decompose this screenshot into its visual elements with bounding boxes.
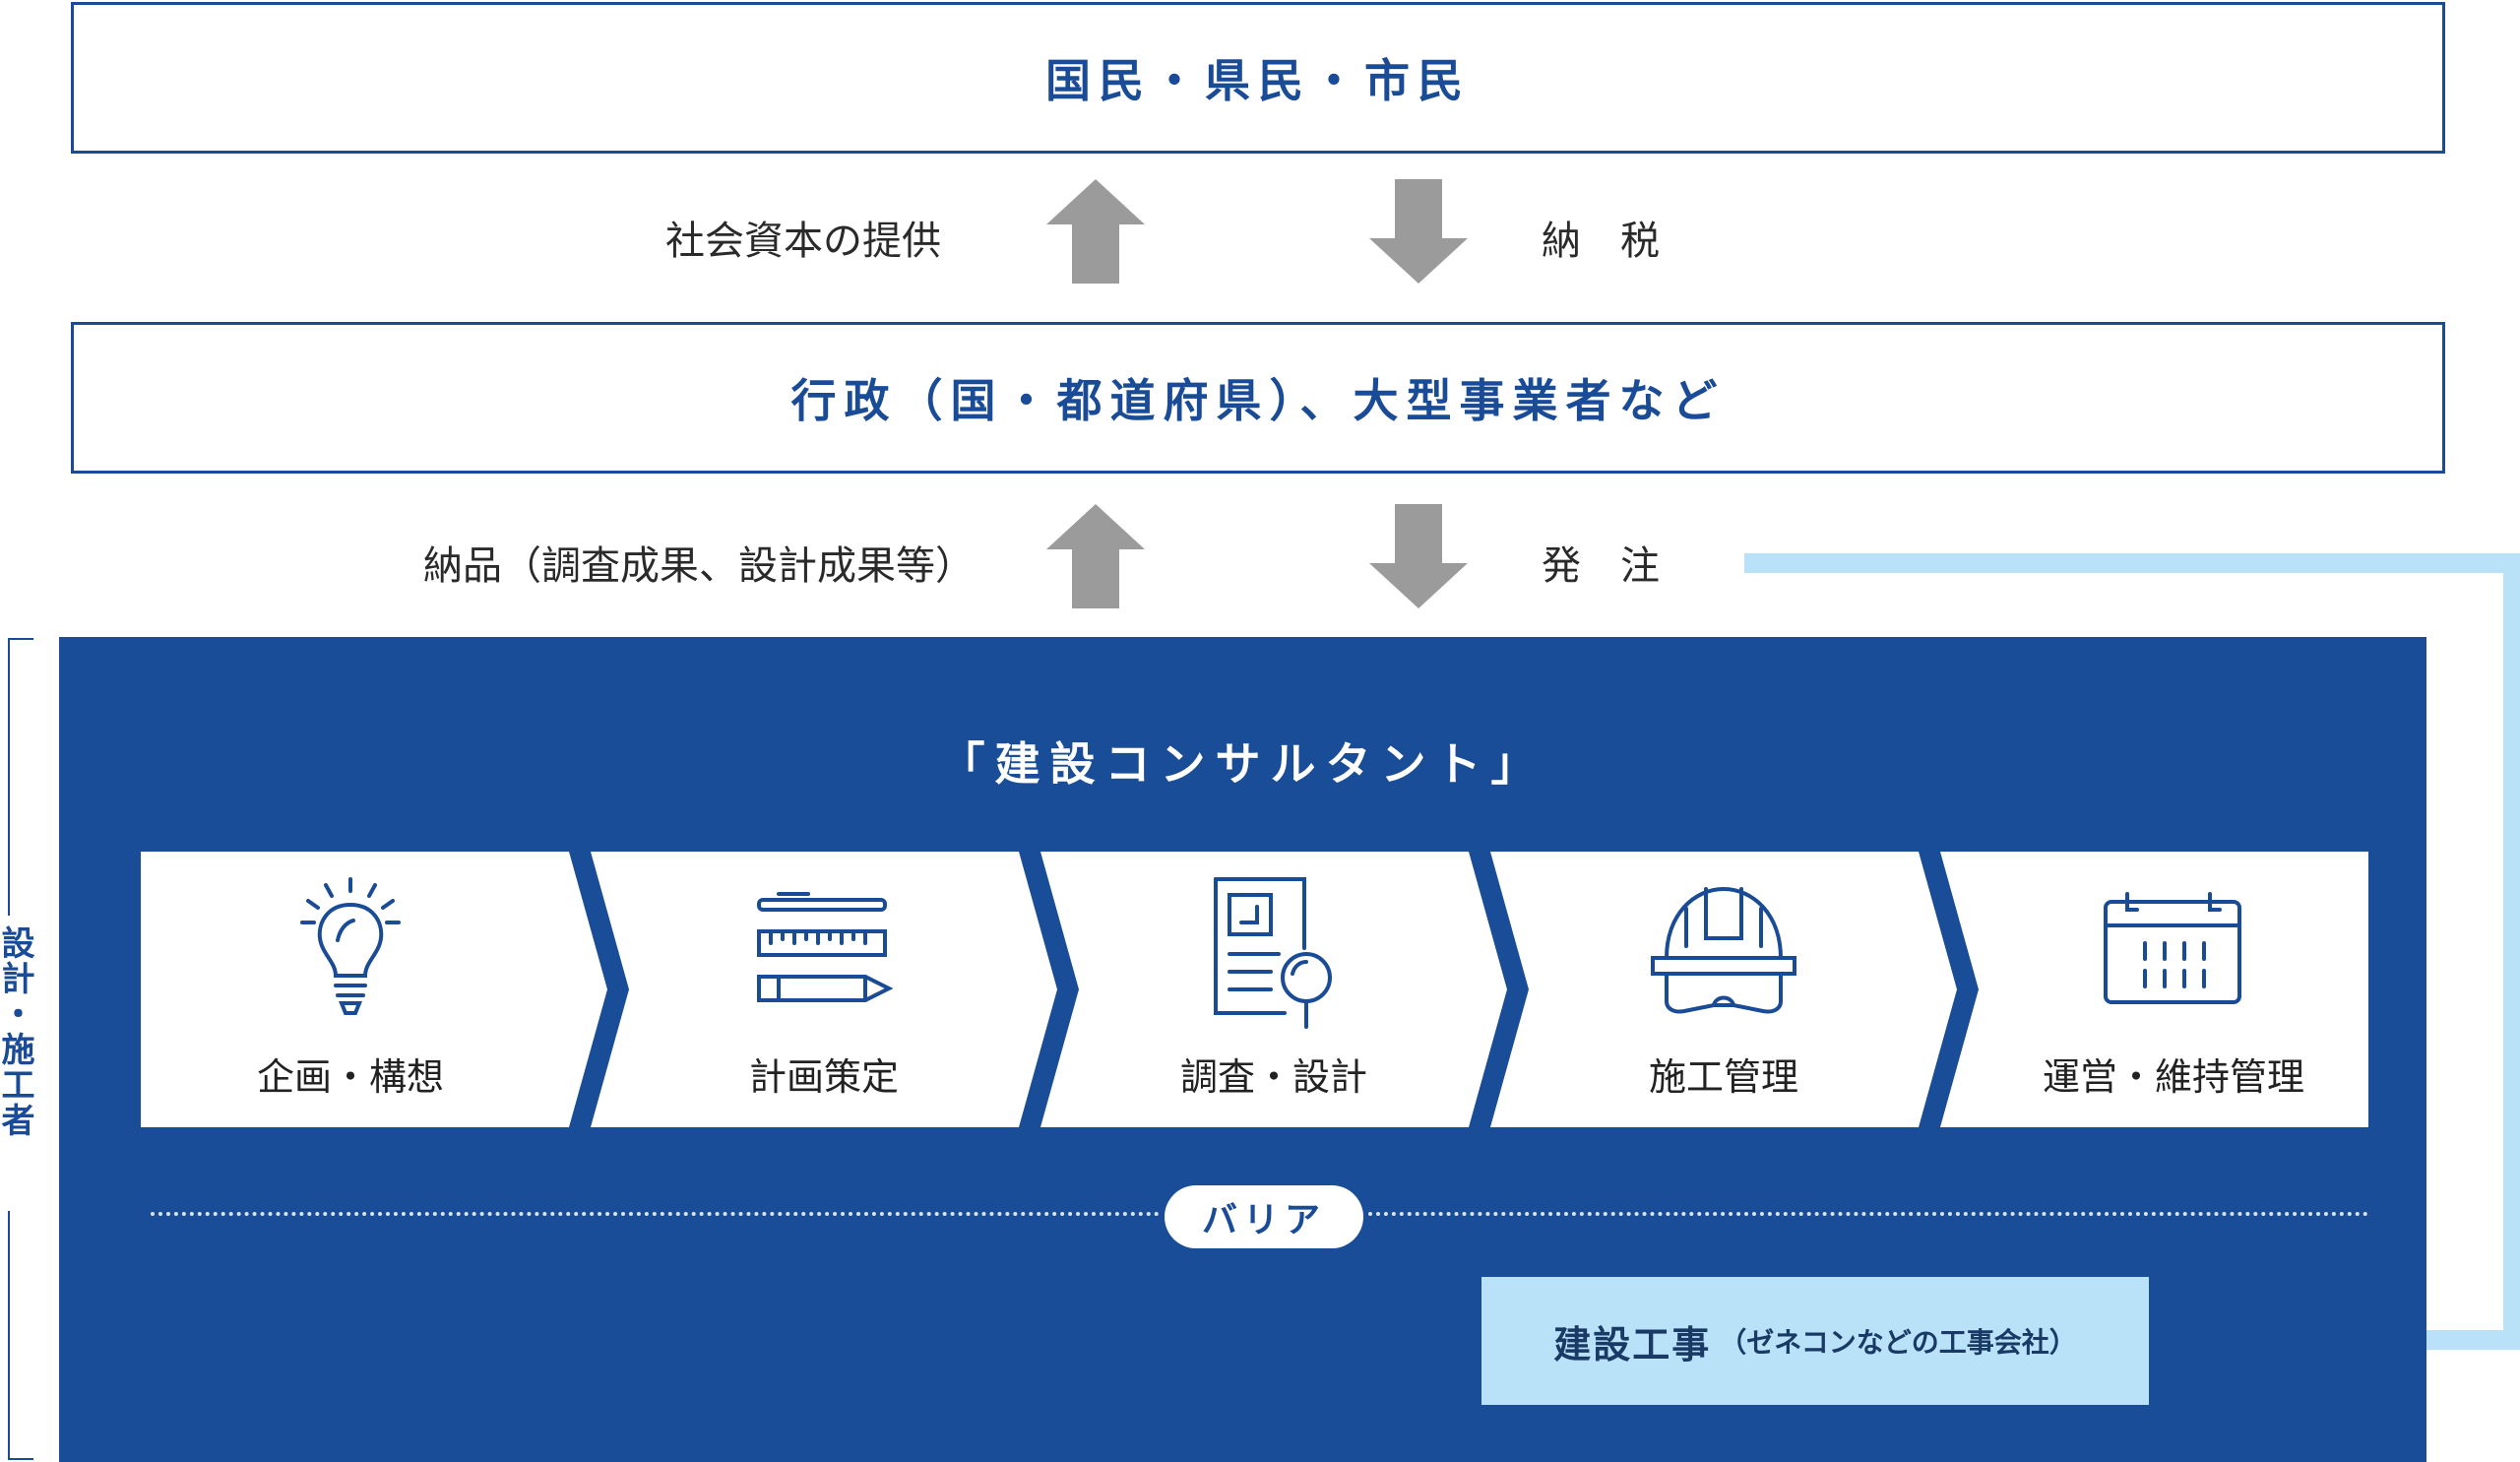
step-shape-4 [1490, 852, 1957, 1127]
tax-label: 納 税 [1542, 219, 1660, 264]
barrier-line-right [1368, 1212, 2368, 1216]
calendar-icon [2104, 892, 2241, 1004]
step-shape-3 [1040, 852, 1507, 1127]
step-label-5: 運営・維持管理 [2042, 1055, 2305, 1099]
process-chevrons [141, 852, 2368, 1127]
down-arrow-1 [1369, 179, 1468, 284]
lightbulb-icon [300, 877, 401, 1015]
designer-builder-label: 設計・施工者 [0, 925, 34, 1138]
up-arrow-2 [1046, 504, 1145, 608]
step-label-1: 企画・構想 [256, 1055, 445, 1099]
top-box: 国民・県民・市民 [71, 2, 2445, 154]
pen-ruler-icon [757, 892, 893, 1002]
provide-capital-label: 社会資本の提供 [665, 219, 941, 264]
step-shape-1 [141, 852, 607, 1127]
middle-box: 行政（国・都道府県）、大型事業者など [71, 322, 2445, 474]
hardhat-icon [1651, 886, 1796, 1014]
step-label-3: 調査・設計 [1179, 1055, 1368, 1099]
down-arrow-2 [1369, 504, 1468, 608]
construction-box: 建設工事 （ゼネコンなどの工事会社） [1481, 1277, 2149, 1405]
barrier-badge: バリア [1165, 1185, 1363, 1248]
order-label: 発 注 [1542, 543, 1660, 589]
step-label-4: 施工管理 [1648, 1055, 1799, 1099]
barrier-line-left [151, 1212, 1160, 1216]
step-shape-2 [591, 852, 1057, 1127]
top-box-label: 国民・県民・市民 [1045, 54, 1471, 107]
document-magnifier-icon [1214, 877, 1332, 1029]
construction-label: 建設工事 [1553, 1322, 1712, 1367]
construction-sub-label: （ゼネコンなどの工事会社） [1719, 1326, 2077, 1359]
barrier-label: バリア [1201, 1200, 1326, 1240]
deliverables-label: 納品（調査成果、設計成果等） [423, 543, 975, 589]
step-label-2: 計画策定 [748, 1055, 900, 1099]
up-arrow-1 [1046, 179, 1145, 284]
middle-box-label: 行政（国・都道府県）、大型事業者など [790, 374, 1726, 427]
step-shape-5 [1940, 852, 2368, 1127]
consultant-title: 「建設コンサルタント」 [939, 737, 1546, 791]
consultant-panel: 「建設コンサルタント」 [59, 637, 2426, 1462]
